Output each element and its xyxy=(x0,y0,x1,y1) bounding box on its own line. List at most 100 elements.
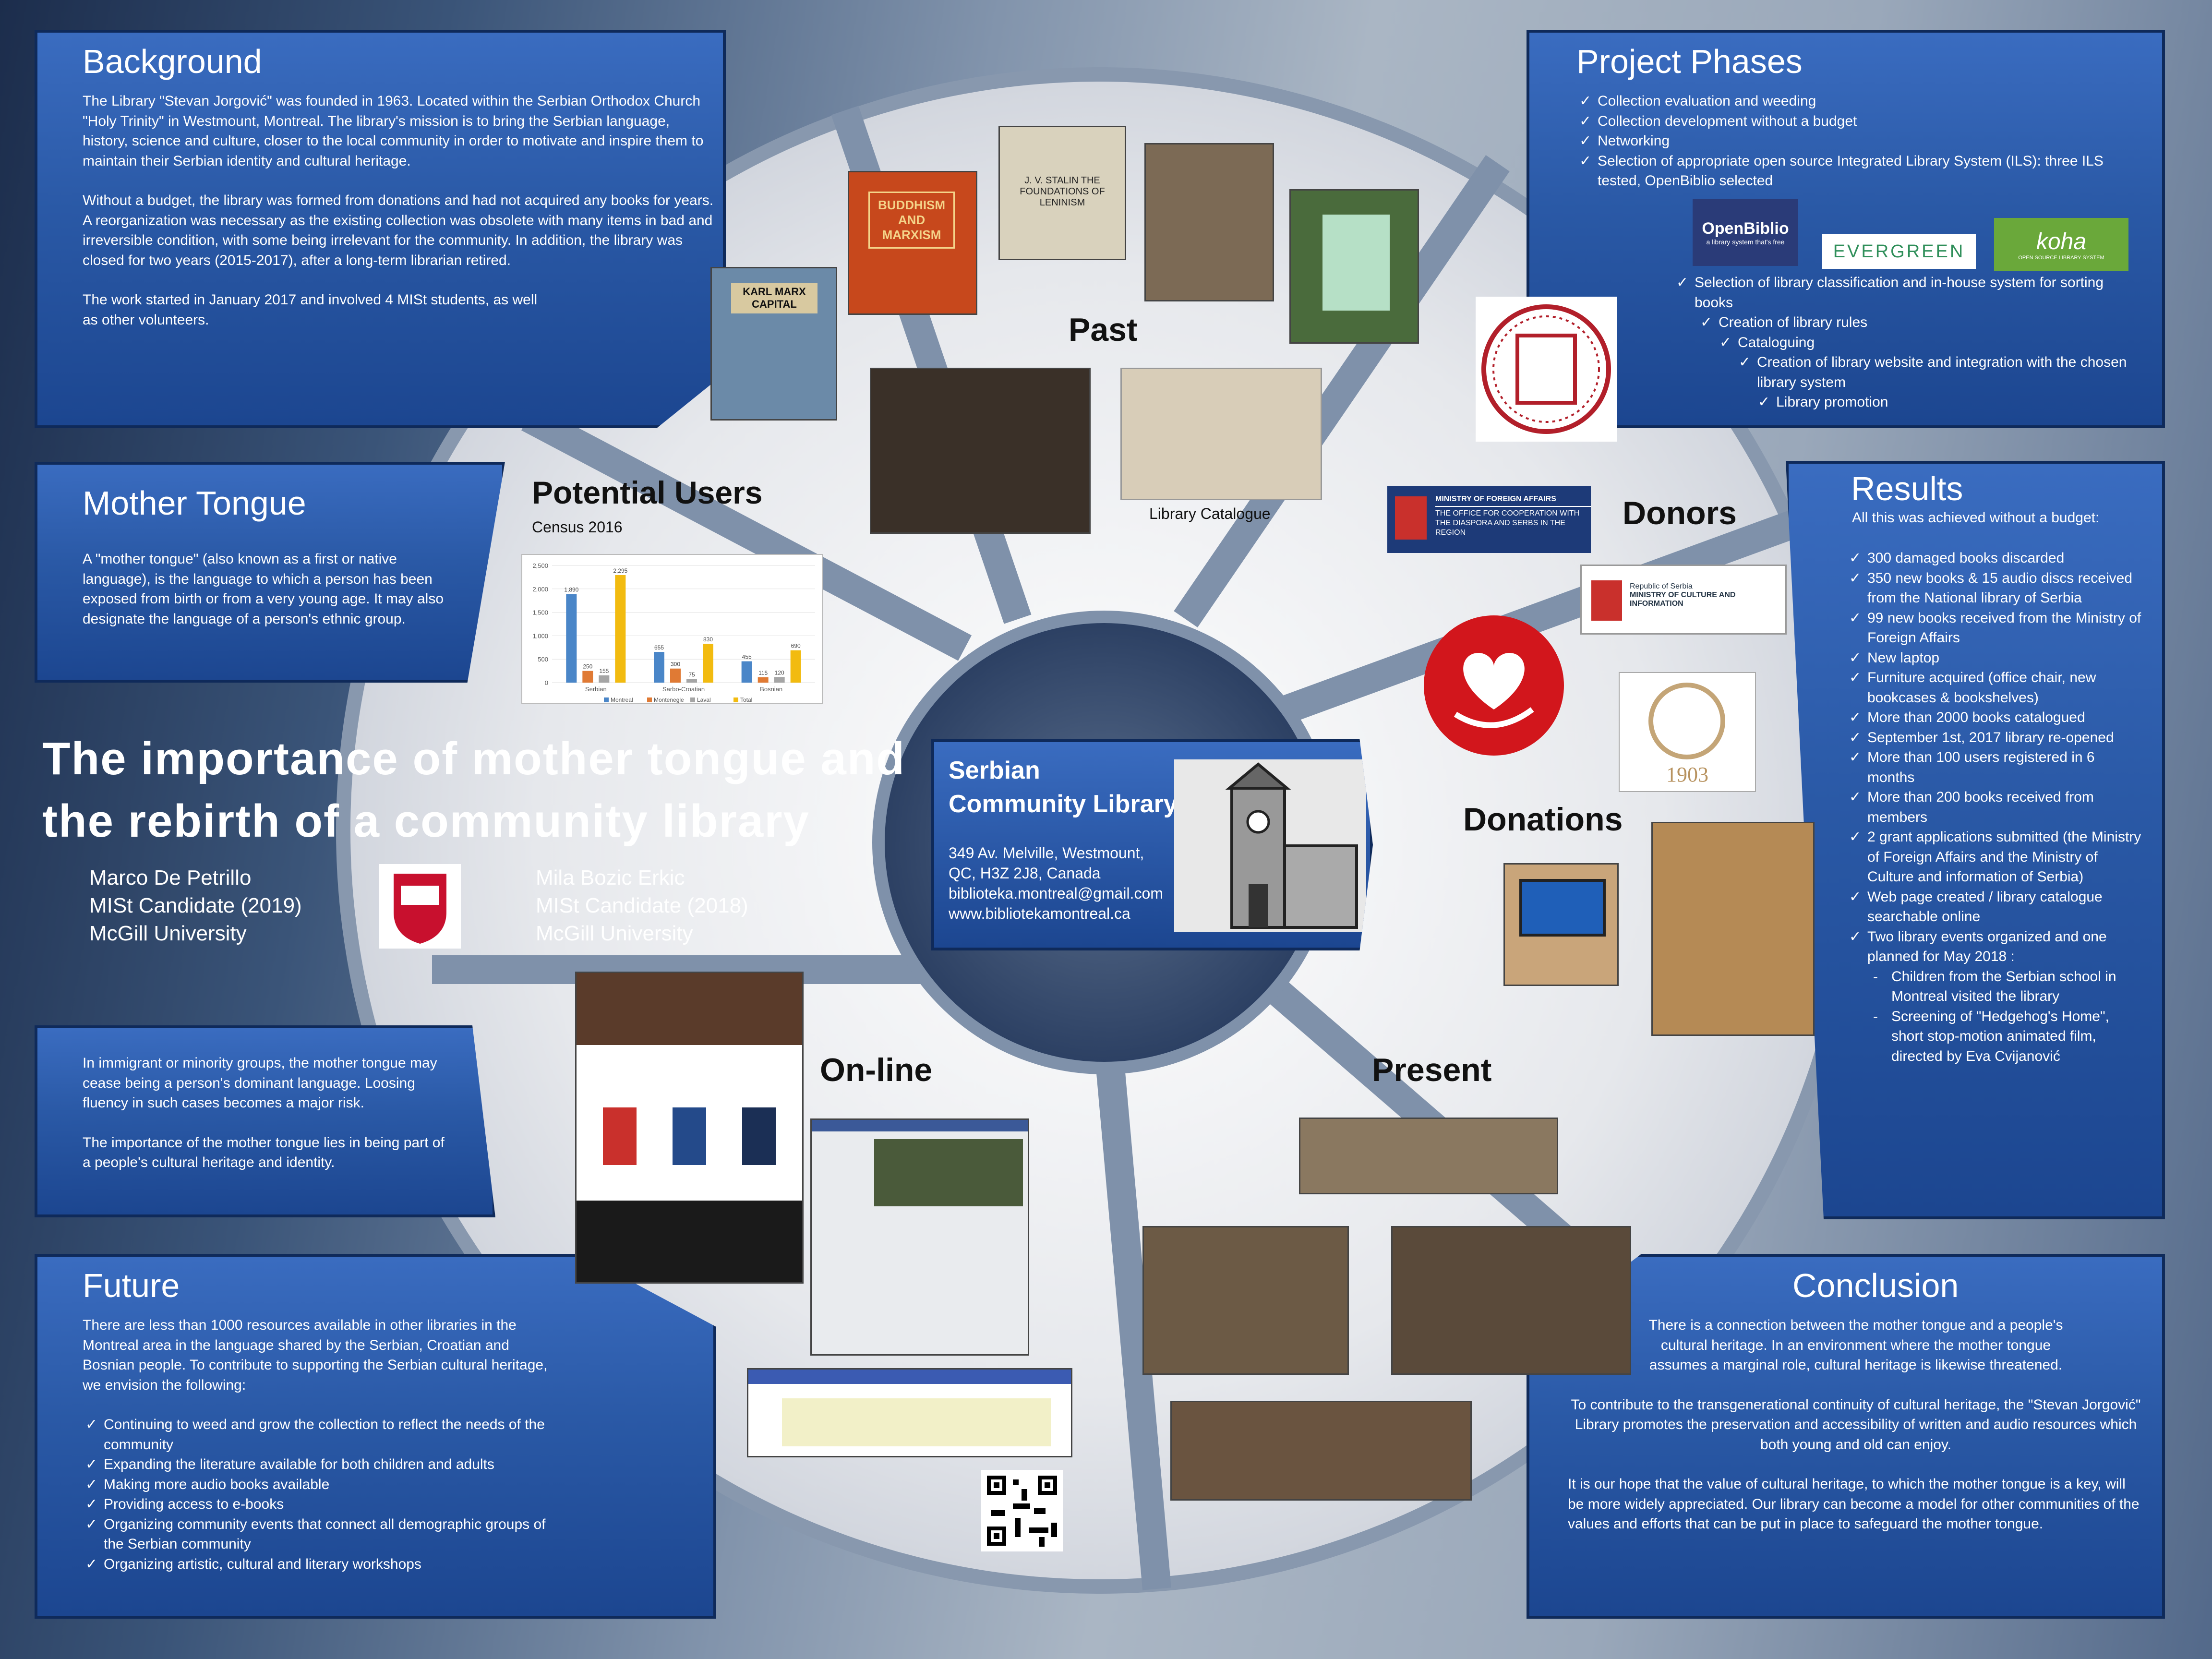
future-panel: Future There are less than 1000 resource… xyxy=(35,1254,716,1619)
results-panel: Results All this was achieved without a … xyxy=(1786,461,2165,1219)
chart-bar xyxy=(582,671,593,683)
project-phases-text: Collection evaluation and weeding Collec… xyxy=(1576,91,2143,191)
photo-library-catalogue xyxy=(1120,368,1322,500)
qr-code-icon[interactable] xyxy=(981,1470,1063,1551)
present-label: Present xyxy=(1372,1052,1492,1088)
chart-bar xyxy=(757,677,769,683)
photo-library-room xyxy=(870,368,1091,534)
chart-bar xyxy=(703,643,713,683)
chart-legend-swatch xyxy=(604,697,609,702)
background-text: The Library "Stevan Jorgović" was founde… xyxy=(83,93,714,328)
chart-y-tick: 1,000 xyxy=(532,632,548,639)
chart-legend-entry: Montenegle xyxy=(654,697,684,703)
library-email-link[interactable]: biblioteka.montreal@gmail.com xyxy=(949,885,1163,902)
chart-y-tick: 500 xyxy=(538,656,548,663)
chart-bar xyxy=(615,575,626,683)
mcgill-crest-icon xyxy=(379,864,461,949)
author-1: Marco De Petrillo MISt Candidate (2019) … xyxy=(89,866,302,945)
chart-y-tick: 0 xyxy=(545,679,548,686)
project-phases-panel: Project Phases Collection evaluation and… xyxy=(1527,30,2165,428)
heart-hand-icon xyxy=(1424,615,1564,756)
future-list: Continuing to weed and grow the collecti… xyxy=(83,1415,563,1574)
donations-label: Donations xyxy=(1463,801,1623,838)
chart-value-label: 120 xyxy=(775,669,784,676)
ministry-culture-logo: Republic of Serbia MINISTRY OF CULTURE A… xyxy=(1580,565,1787,635)
chart-x-tick: Bosnian xyxy=(760,685,782,693)
chart-value-label: 75 xyxy=(688,672,695,678)
chart-y-tick: 2,500 xyxy=(532,562,548,569)
chart-legend-swatch xyxy=(690,697,695,702)
chart-value-label: 690 xyxy=(791,643,801,649)
mother-tongue-panel: Mother Tongue A "mother tongue" (also kn… xyxy=(35,462,505,683)
photo-green-book xyxy=(1289,189,1419,344)
chart-bar xyxy=(790,650,801,683)
future-text: There are less than 1000 resources avail… xyxy=(83,1315,563,1574)
ministry-foreign-affairs-logo: MINISTRY OF FOREIGN AFFAIRS THE OFFICE F… xyxy=(1387,486,1591,553)
past-label: Past xyxy=(1069,312,1138,348)
library-catalogue-caption: Library Catalogue xyxy=(1149,505,1271,522)
conclusion-text: There is a connection between the mother… xyxy=(1568,1317,2141,1532)
chart-bar xyxy=(774,677,785,683)
chart-legend-swatch xyxy=(733,697,738,702)
donors-label: Donors xyxy=(1623,495,1737,531)
chart-y-tick: 2,000 xyxy=(532,586,548,593)
immigrant-text: In immigrant or minority groups, the mot… xyxy=(83,1055,445,1170)
background-panel: Background The Library "Stevan Jorgović"… xyxy=(35,30,726,428)
chart-value-label: 455 xyxy=(742,654,752,661)
mother-tongue-text: A "mother tongue" (also known as a first… xyxy=(83,551,444,627)
openbiblio-logo: OpenBiblio a library system that's free xyxy=(1693,199,1798,266)
conclusion-panel: Conclusion There is a connection between… xyxy=(1527,1254,2165,1619)
chart-x-tick: Serbian xyxy=(585,685,607,693)
photo-book-display-3 xyxy=(1170,1401,1472,1501)
background-heading: Background xyxy=(83,43,262,80)
chart-legend-entry: Laval xyxy=(697,697,711,703)
results-text: 300 damaged books discarded 350 new book… xyxy=(1846,548,2144,1066)
chart-bar xyxy=(670,668,681,683)
project-phases-heading: Project Phases xyxy=(1576,43,1803,80)
chart-bar xyxy=(566,594,577,683)
chart-value-label: 250 xyxy=(583,663,592,670)
chart-legend-swatch xyxy=(647,697,652,702)
chart-value-label: 115 xyxy=(758,670,768,676)
library-web-link[interactable]: www.bibliotekamontreal.ca xyxy=(949,905,1130,922)
screenshot-facebook xyxy=(810,1118,1029,1356)
screenshot-website xyxy=(575,972,804,1284)
chart-value-label: 655 xyxy=(654,644,664,651)
library-box: Serbian Community Library 349 Av. Melvil… xyxy=(931,739,1373,950)
future-heading: Future xyxy=(83,1267,180,1304)
chart-value-label: 300 xyxy=(671,661,680,668)
photo-book-display-2 xyxy=(1142,1226,1349,1375)
poster-title: The importance of mother tongue and the … xyxy=(42,733,906,847)
conclusion-heading: Conclusion xyxy=(1792,1267,1959,1304)
photo-book-display-1 xyxy=(1299,1118,1558,1194)
census-label: Census 2016 xyxy=(532,518,623,536)
project-phases-text-2: Selection of library classification and … xyxy=(1673,273,2144,412)
results-intro: All this was achieved without a budget: xyxy=(1852,510,2100,526)
chart-y-tick: 1,500 xyxy=(532,609,548,616)
chart-value-label: 2,295 xyxy=(613,567,627,574)
seal-icon xyxy=(1481,304,1611,434)
chart-bar xyxy=(599,675,610,683)
photo-capital-book: KARL MARX CAPITAL xyxy=(710,267,837,421)
online-label: On-line xyxy=(820,1052,933,1088)
evergreen-logo: EVERGREEN xyxy=(1822,234,1976,269)
chart-bar xyxy=(741,661,752,683)
chart-bar xyxy=(654,652,664,683)
chart-bar xyxy=(686,679,697,683)
immigrant-panel: In immigrant or minority groups, the mot… xyxy=(35,1025,495,1217)
church-sketch-icon xyxy=(1174,759,1366,932)
photo-stalin-book: J. V. STALIN THE FOUNDATIONS OF LENINISM xyxy=(998,126,1126,260)
photo-bookshelves-room xyxy=(1391,1226,1631,1375)
chart-legend-entry: Montreal xyxy=(611,697,633,703)
results-heading: Results xyxy=(1851,470,1963,507)
photo-bookcase xyxy=(1651,822,1815,1036)
chart-value-label: 830 xyxy=(703,636,713,643)
screenshot-catalogue xyxy=(747,1368,1072,1457)
bar-chart: 05001,0001,5002,0002,5001,8902501552,295… xyxy=(532,562,815,703)
koha-logo: koha OPEN SOURCE LIBRARY SYSTEM xyxy=(1994,218,2128,271)
mother-tongue-heading: Mother Tongue xyxy=(83,484,306,522)
photo-laptop xyxy=(1503,863,1619,986)
author-2: Mila Bozic Erkic MISt Candidate (2018) M… xyxy=(536,866,748,945)
